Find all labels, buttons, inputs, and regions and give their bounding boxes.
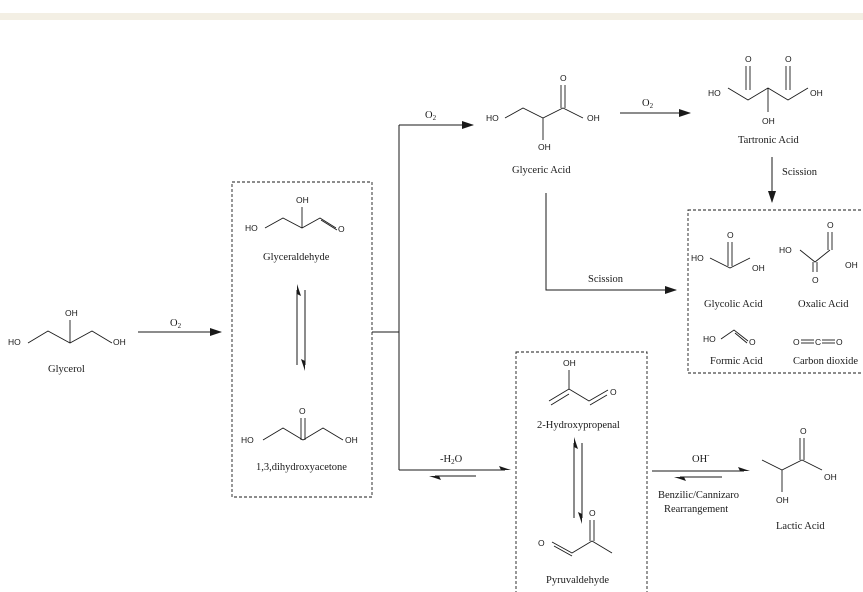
reagent-scission-glyceric: Scission — [588, 274, 624, 285]
dehydration-equilibrium-arrows — [399, 466, 511, 480]
svg-text:OH: OH — [752, 263, 765, 273]
svg-text:OH: OH — [776, 495, 789, 505]
top-decorative-bar — [0, 13, 863, 20]
svg-text:O: O — [749, 337, 756, 347]
glycolic-acid-structure: HO O OH — [691, 230, 765, 273]
glycerol-oh-right: OH — [113, 337, 126, 347]
glycerol-label: Glycerol — [48, 364, 85, 375]
svg-text:O: O — [538, 538, 545, 548]
glyceraldehyde-dha-box — [231, 181, 373, 498]
oxalic-acid-label: Oxalic Acid — [798, 299, 849, 310]
svg-text:O: O — [812, 275, 819, 285]
svg-text:OH: OH — [587, 113, 600, 123]
reagent-rearrangement-line1: Benzilic/Cannizaro — [658, 490, 739, 501]
glyceric-acid-structure: HO OH O OH — [486, 73, 600, 152]
scission-products-box — [687, 209, 863, 374]
svg-text:O: O — [785, 54, 792, 64]
lactic-acid-label: Lactic Acid — [776, 521, 825, 532]
svg-text:O: O — [589, 508, 596, 518]
svg-text:O: O — [827, 220, 834, 230]
svg-text:HO: HO — [486, 113, 499, 123]
svg-text:HO: HO — [691, 253, 704, 263]
reagent-rearrangement-line2: Rearrangement — [664, 504, 728, 515]
svg-text:HO: HO — [708, 88, 721, 98]
hydroxypropenal-pyruvaldehyde-box — [515, 351, 648, 592]
svg-text:HO: HO — [779, 245, 792, 255]
carbon-dioxide-structure: O C O — [793, 337, 843, 347]
svg-text:OH: OH — [538, 142, 551, 152]
svg-text:O: O — [800, 426, 807, 436]
formic-acid-label: Formic Acid — [710, 356, 764, 367]
glyceric-acid-label: Glyceric Acid — [512, 165, 571, 176]
reagent-o2-glyceric: O2 — [425, 110, 437, 122]
svg-text:O: O — [610, 387, 617, 397]
svg-text:OH: OH — [762, 116, 775, 126]
dihydroxyacetone-label: 1,3,dihydroxyacetone — [256, 462, 347, 473]
pyruvaldehyde-structure: O O — [538, 508, 613, 557]
pyruvaldehyde-label: Pyruvaldehyde — [546, 575, 609, 586]
svg-text:O: O — [727, 230, 734, 240]
tartronic-acid-label: Tartronic Acid — [738, 135, 800, 146]
glyceraldehyde-label: Glyceraldehyde — [263, 252, 330, 263]
svg-text:OH: OH — [345, 435, 358, 445]
reagent-hydroxide: OH- — [692, 451, 710, 465]
svg-text:OH: OH — [563, 358, 576, 368]
dihydroxyacetone-structure: HO O OH — [241, 406, 358, 445]
svg-text:OH: OH — [296, 195, 309, 205]
carbon-dioxide-label: Carbon dioxide — [793, 356, 858, 367]
rearrangement-equilibrium-arrows — [652, 467, 750, 481]
glycerol-ho-left: HO — [8, 337, 21, 347]
formic-acid-structure: HO O — [703, 329, 756, 347]
oxalic-acid-structure: HO O O OH — [779, 220, 858, 285]
svg-text:HO: HO — [241, 435, 254, 445]
svg-text:HO: HO — [703, 334, 716, 344]
lactic-acid-structure: O OH OH — [761, 426, 837, 505]
equilibrium-arrows-hp-py — [573, 437, 583, 524]
svg-text:OH: OH — [810, 88, 823, 98]
reagent-o2-glycerol: O2 — [170, 318, 182, 330]
reagent-o2-tartronic: O2 — [642, 98, 654, 110]
glycerol-oh-top: OH — [65, 308, 78, 318]
svg-text:OH: OH — [845, 260, 858, 270]
svg-text:OH: OH — [824, 472, 837, 482]
svg-text:O: O — [560, 73, 567, 83]
hydroxypropenal-structure: OH O — [548, 358, 617, 406]
svg-text:O: O — [836, 337, 843, 347]
svg-text:HO: HO — [245, 223, 258, 233]
svg-text:O: O — [299, 406, 306, 416]
equilibrium-arrows-ga-dha — [296, 284, 306, 371]
svg-text:O: O — [338, 224, 345, 234]
reagent-dehydration: -H2O — [440, 454, 463, 466]
glyceraldehyde-structure: HO OH O — [245, 195, 345, 234]
hydroxypropenal-label: 2-Hydroxypropenal — [537, 420, 620, 431]
svg-text:C: C — [815, 337, 821, 347]
glycerol-structure: HO OH OH — [8, 308, 126, 347]
svg-text:O: O — [793, 337, 800, 347]
reagent-scission-tartronic: Scission — [782, 167, 818, 178]
glycolic-acid-label: Glycolic Acid — [704, 299, 763, 310]
tartronic-acid-structure: HO O O OH OH — [708, 54, 823, 126]
svg-text:O: O — [745, 54, 752, 64]
scission-path-glyceric — [545, 193, 668, 291]
